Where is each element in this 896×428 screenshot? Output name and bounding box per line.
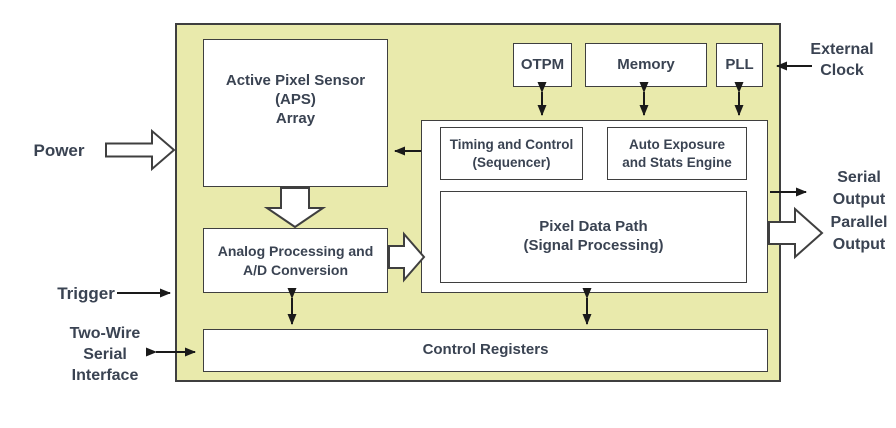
block-aps-array: Active Pixel Sensor (APS) Array <box>203 39 388 187</box>
power-arrow <box>105 128 176 172</box>
two-wire-serial-interface-label: Two-Wire Serial Interface <box>69 325 141 384</box>
serial-output-label: Serial Output <box>832 169 886 208</box>
block-timing-control: Timing and Control (Sequencer) <box>440 127 583 180</box>
block-memory: Memory <box>585 43 707 87</box>
trigger-label: Trigger <box>57 284 115 303</box>
block-auto-exposure: Auto Exposure and Stats Engine <box>607 127 747 180</box>
block-analog-processing: Analog Processing and A/D Conversion <box>203 228 388 293</box>
power-label: Power <box>33 141 85 160</box>
parallel-output-label: Parallel Output <box>830 214 888 253</box>
block-control-registers: Control Registers <box>203 329 768 372</box>
external-clock-label: External Clock <box>810 41 874 79</box>
block-pll: PLL <box>716 43 763 87</box>
block-pixel-data-path: Pixel Data Path (Signal Processing) <box>440 191 747 283</box>
block-otpm: OTPM <box>513 43 572 87</box>
